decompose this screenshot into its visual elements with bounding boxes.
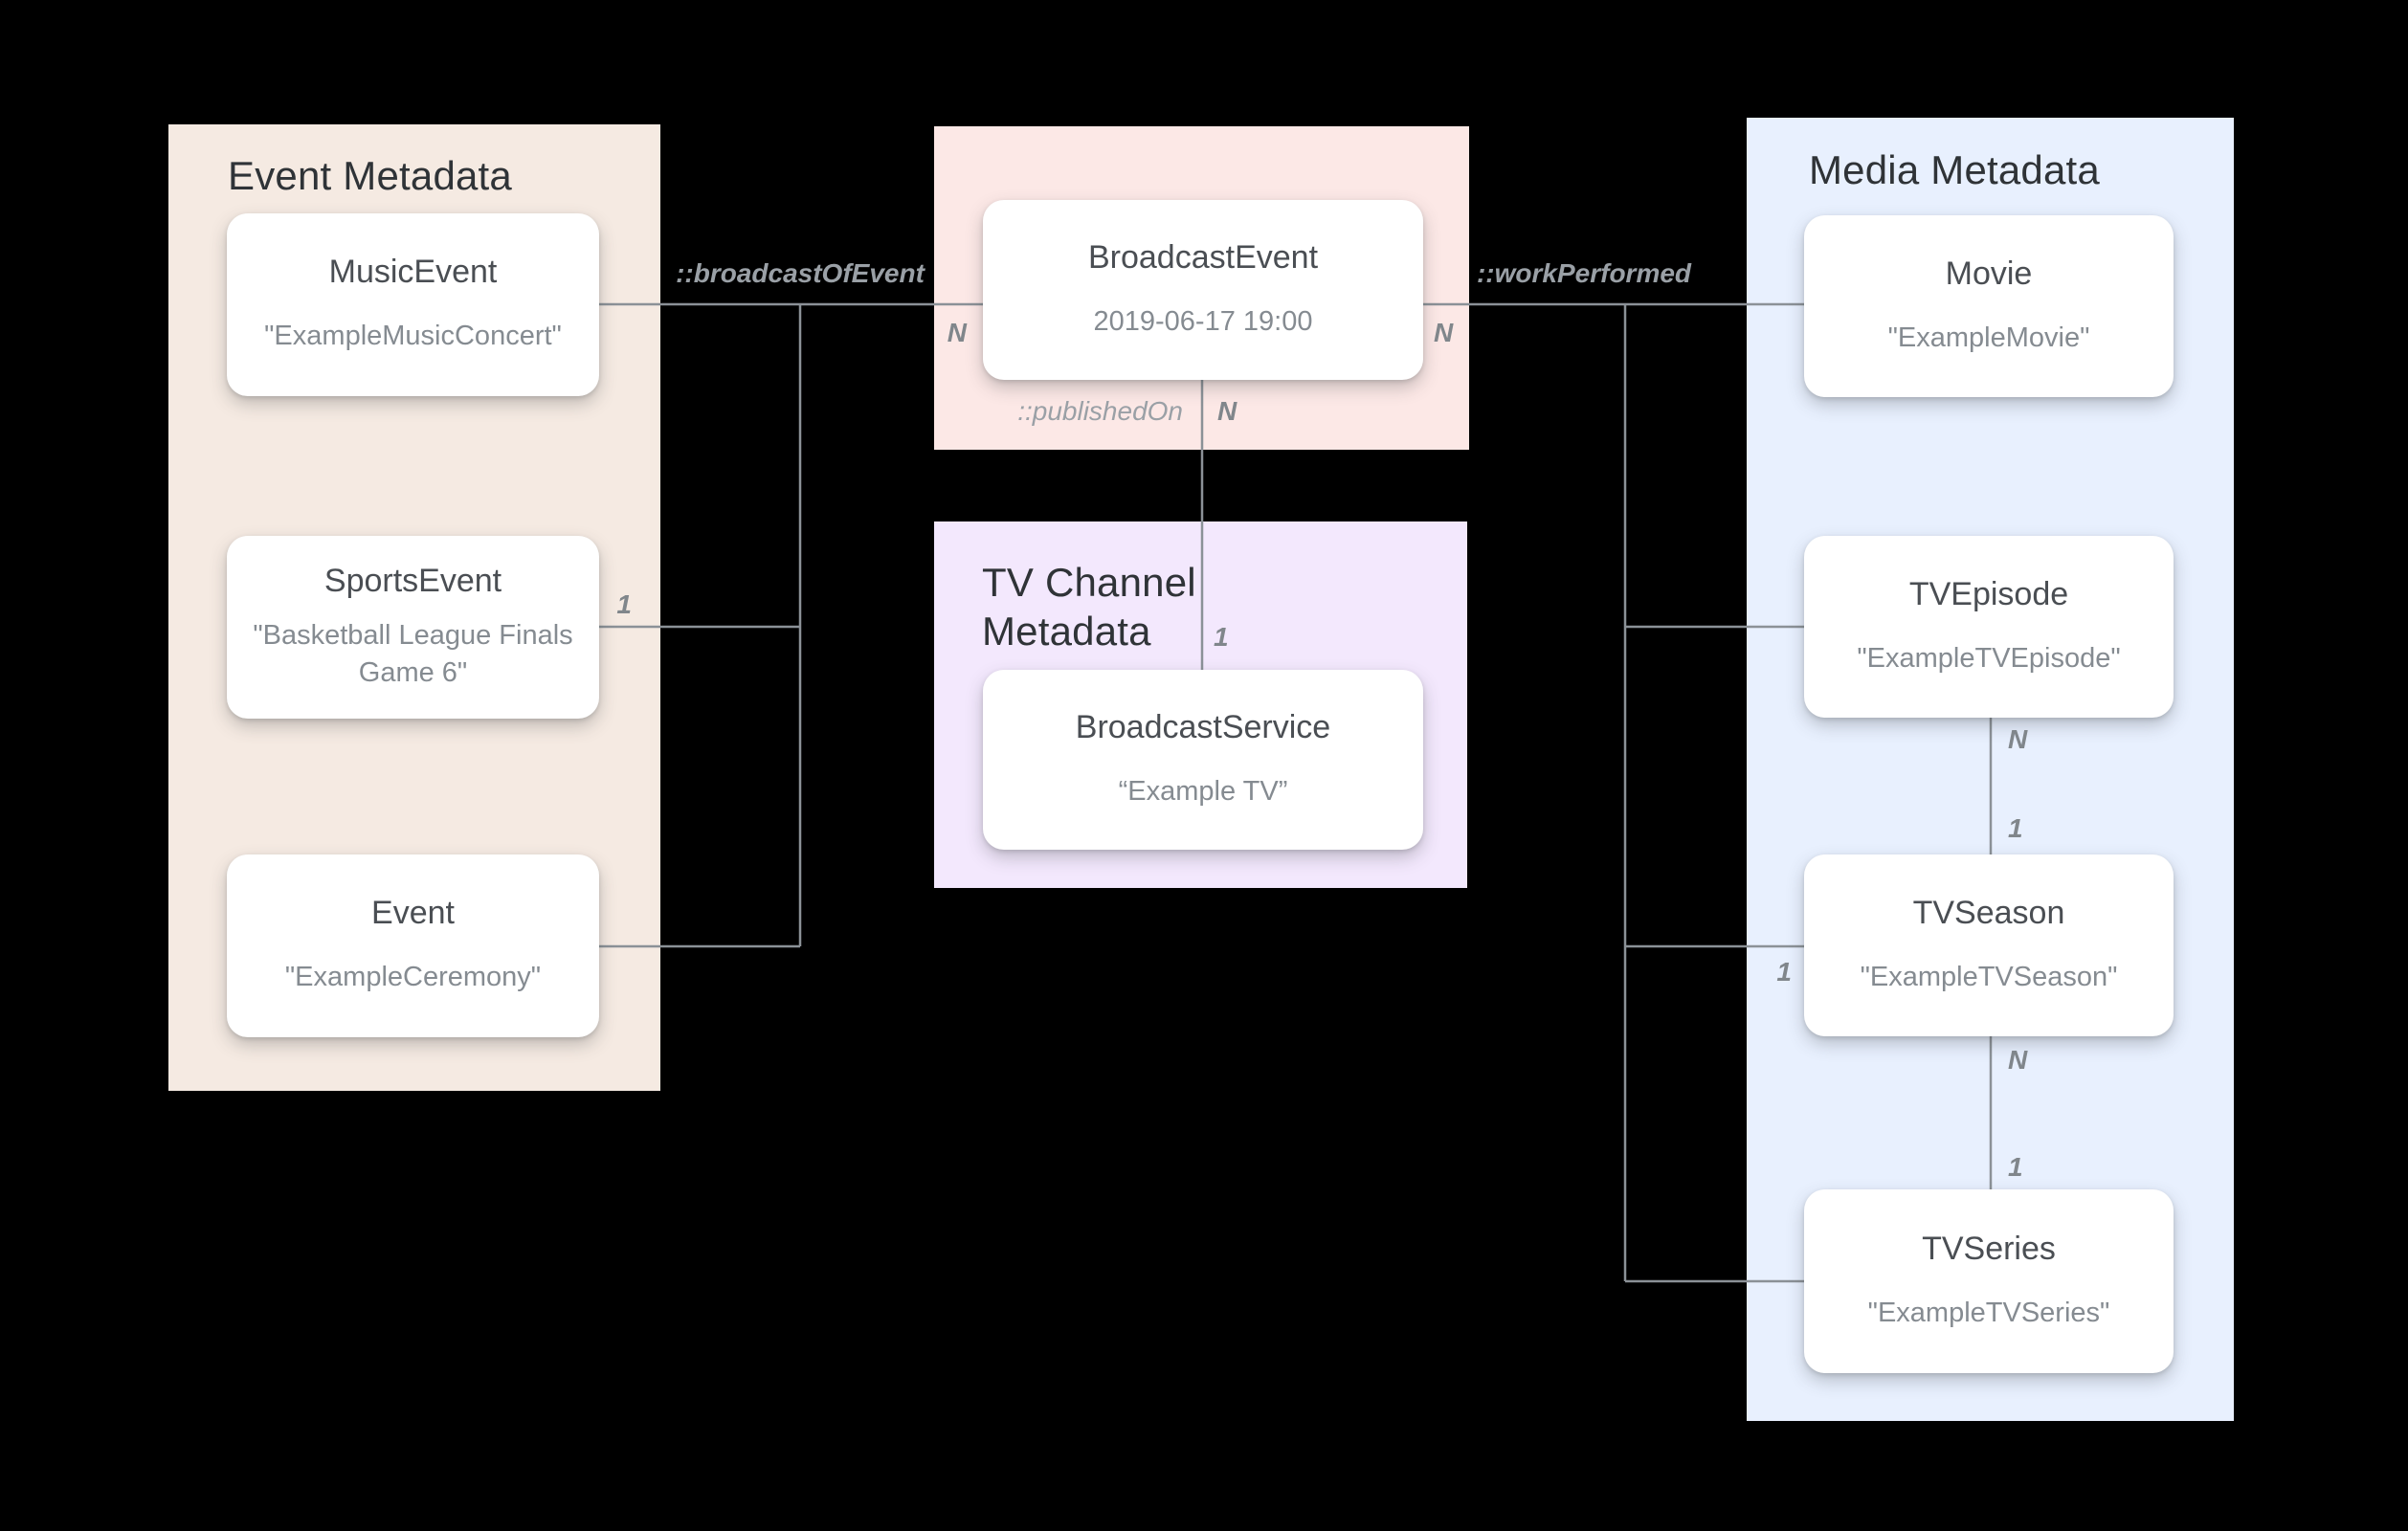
panel-title-media-metadata: Media Metadata — [1809, 147, 2100, 192]
node-movie: Movie "ExampleMovie" — [1804, 215, 2174, 397]
node-tv-series-title: TVSeries — [1922, 1230, 2056, 1267]
cardinality-tv-series-1: 1 — [2008, 1152, 2023, 1182]
node-movie-value: "ExampleMovie" — [1887, 322, 2090, 353]
node-tv-season: TVSeason "ExampleTVSeason" — [1804, 854, 2174, 1036]
node-tv-series-value: "ExampleTVSeries" — [1867, 1297, 2110, 1328]
panel-title-event-metadata: Event Metadata — [228, 153, 512, 198]
cardinality-published-on-1: 1 — [1214, 622, 1229, 652]
node-broadcast-event: BroadcastEvent 2019-06-17 19:00 — [983, 200, 1423, 380]
node-event-title: Event — [371, 895, 455, 932]
node-tv-episode: TVEpisode "ExampleTVEpisode" — [1804, 536, 2174, 718]
cardinality-tv-season-left-1: 1 — [1776, 957, 1792, 987]
node-tv-season-value: "ExampleTVSeason" — [1860, 961, 2118, 992]
node-tv-season-title: TVSeason — [1912, 894, 2065, 931]
node-tv-episode-value: "ExampleTVEpisode" — [1857, 642, 2121, 674]
node-broadcast-service-value: “Example TV” — [1118, 775, 1288, 807]
node-tv-episode-title: TVEpisode — [1908, 575, 2069, 612]
panel-title-tv-channel-metadata: TV Channel Metadata — [982, 560, 1196, 655]
node-tv-series: TVSeries "ExampleTVSeries" — [1804, 1189, 2174, 1373]
cardinality-sports-event-1: 1 — [616, 589, 632, 619]
node-sports-event: SportsEvent "Basketball League Finals Ga… — [227, 536, 599, 719]
node-movie-title: Movie — [1945, 255, 2033, 292]
node-broadcast-event-title: BroadcastEvent — [1087, 238, 1319, 276]
cardinality-tv-season-n: N — [2008, 1045, 2028, 1075]
relation-label-work-performed: ::workPerformed — [1476, 258, 1692, 288]
node-music-event-title: MusicEvent — [328, 254, 498, 291]
node-broadcast-service-title: BroadcastService — [1075, 708, 1331, 745]
node-event: Event "ExampleCeremony" — [227, 854, 599, 1037]
node-sports-event-title: SportsEvent — [323, 562, 502, 599]
cardinality-tv-episode-n: N — [2008, 724, 2028, 754]
node-broadcast-event-value: 2019-06-17 19:00 — [1093, 305, 1313, 337]
cardinality-tv-episode-1: 1 — [2008, 813, 2023, 843]
node-music-event-value: "ExampleMusicConcert" — [264, 321, 562, 352]
cardinality-broadcast-left-n: N — [947, 318, 967, 347]
node-sports-event-value: "Basketball League Finals Game 6" — [253, 619, 573, 688]
cardinality-published-on-n: N — [1217, 396, 1237, 426]
relation-label-broadcast-of-event: ::broadcastOfEvent — [676, 258, 925, 288]
relation-label-published-on: ::publishedOn — [1017, 396, 1183, 426]
cardinality-broadcast-right-n: N — [1434, 318, 1454, 347]
node-music-event: MusicEvent "ExampleMusicConcert" — [227, 213, 599, 396]
node-broadcast-service: BroadcastService “Example TV” — [983, 670, 1423, 850]
node-event-value: "ExampleCeremony" — [284, 962, 542, 993]
